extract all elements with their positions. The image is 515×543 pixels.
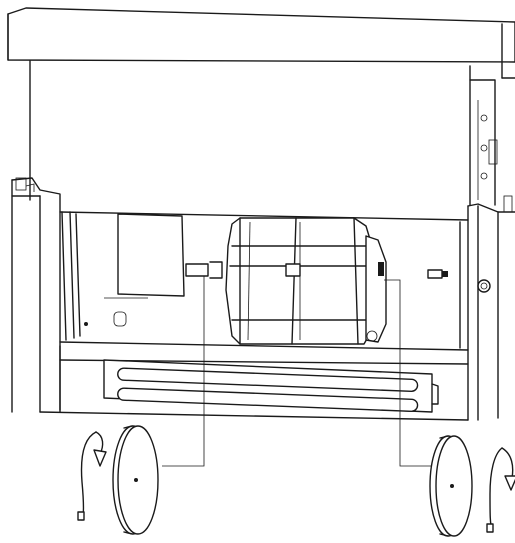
screw-column xyxy=(480,114,498,180)
left-cabinet-side xyxy=(11,177,61,413)
left-rotation-arrow xyxy=(77,431,107,521)
leader-lines xyxy=(162,276,436,467)
filter-channel xyxy=(103,359,439,413)
blower-assembly xyxy=(185,217,448,345)
right-wheel xyxy=(429,435,473,537)
left-wheel xyxy=(112,425,159,535)
right-cabinet-side xyxy=(467,195,515,421)
right-rotation-arrow xyxy=(486,447,515,533)
hood-body xyxy=(29,60,498,206)
top-panel xyxy=(7,7,515,79)
